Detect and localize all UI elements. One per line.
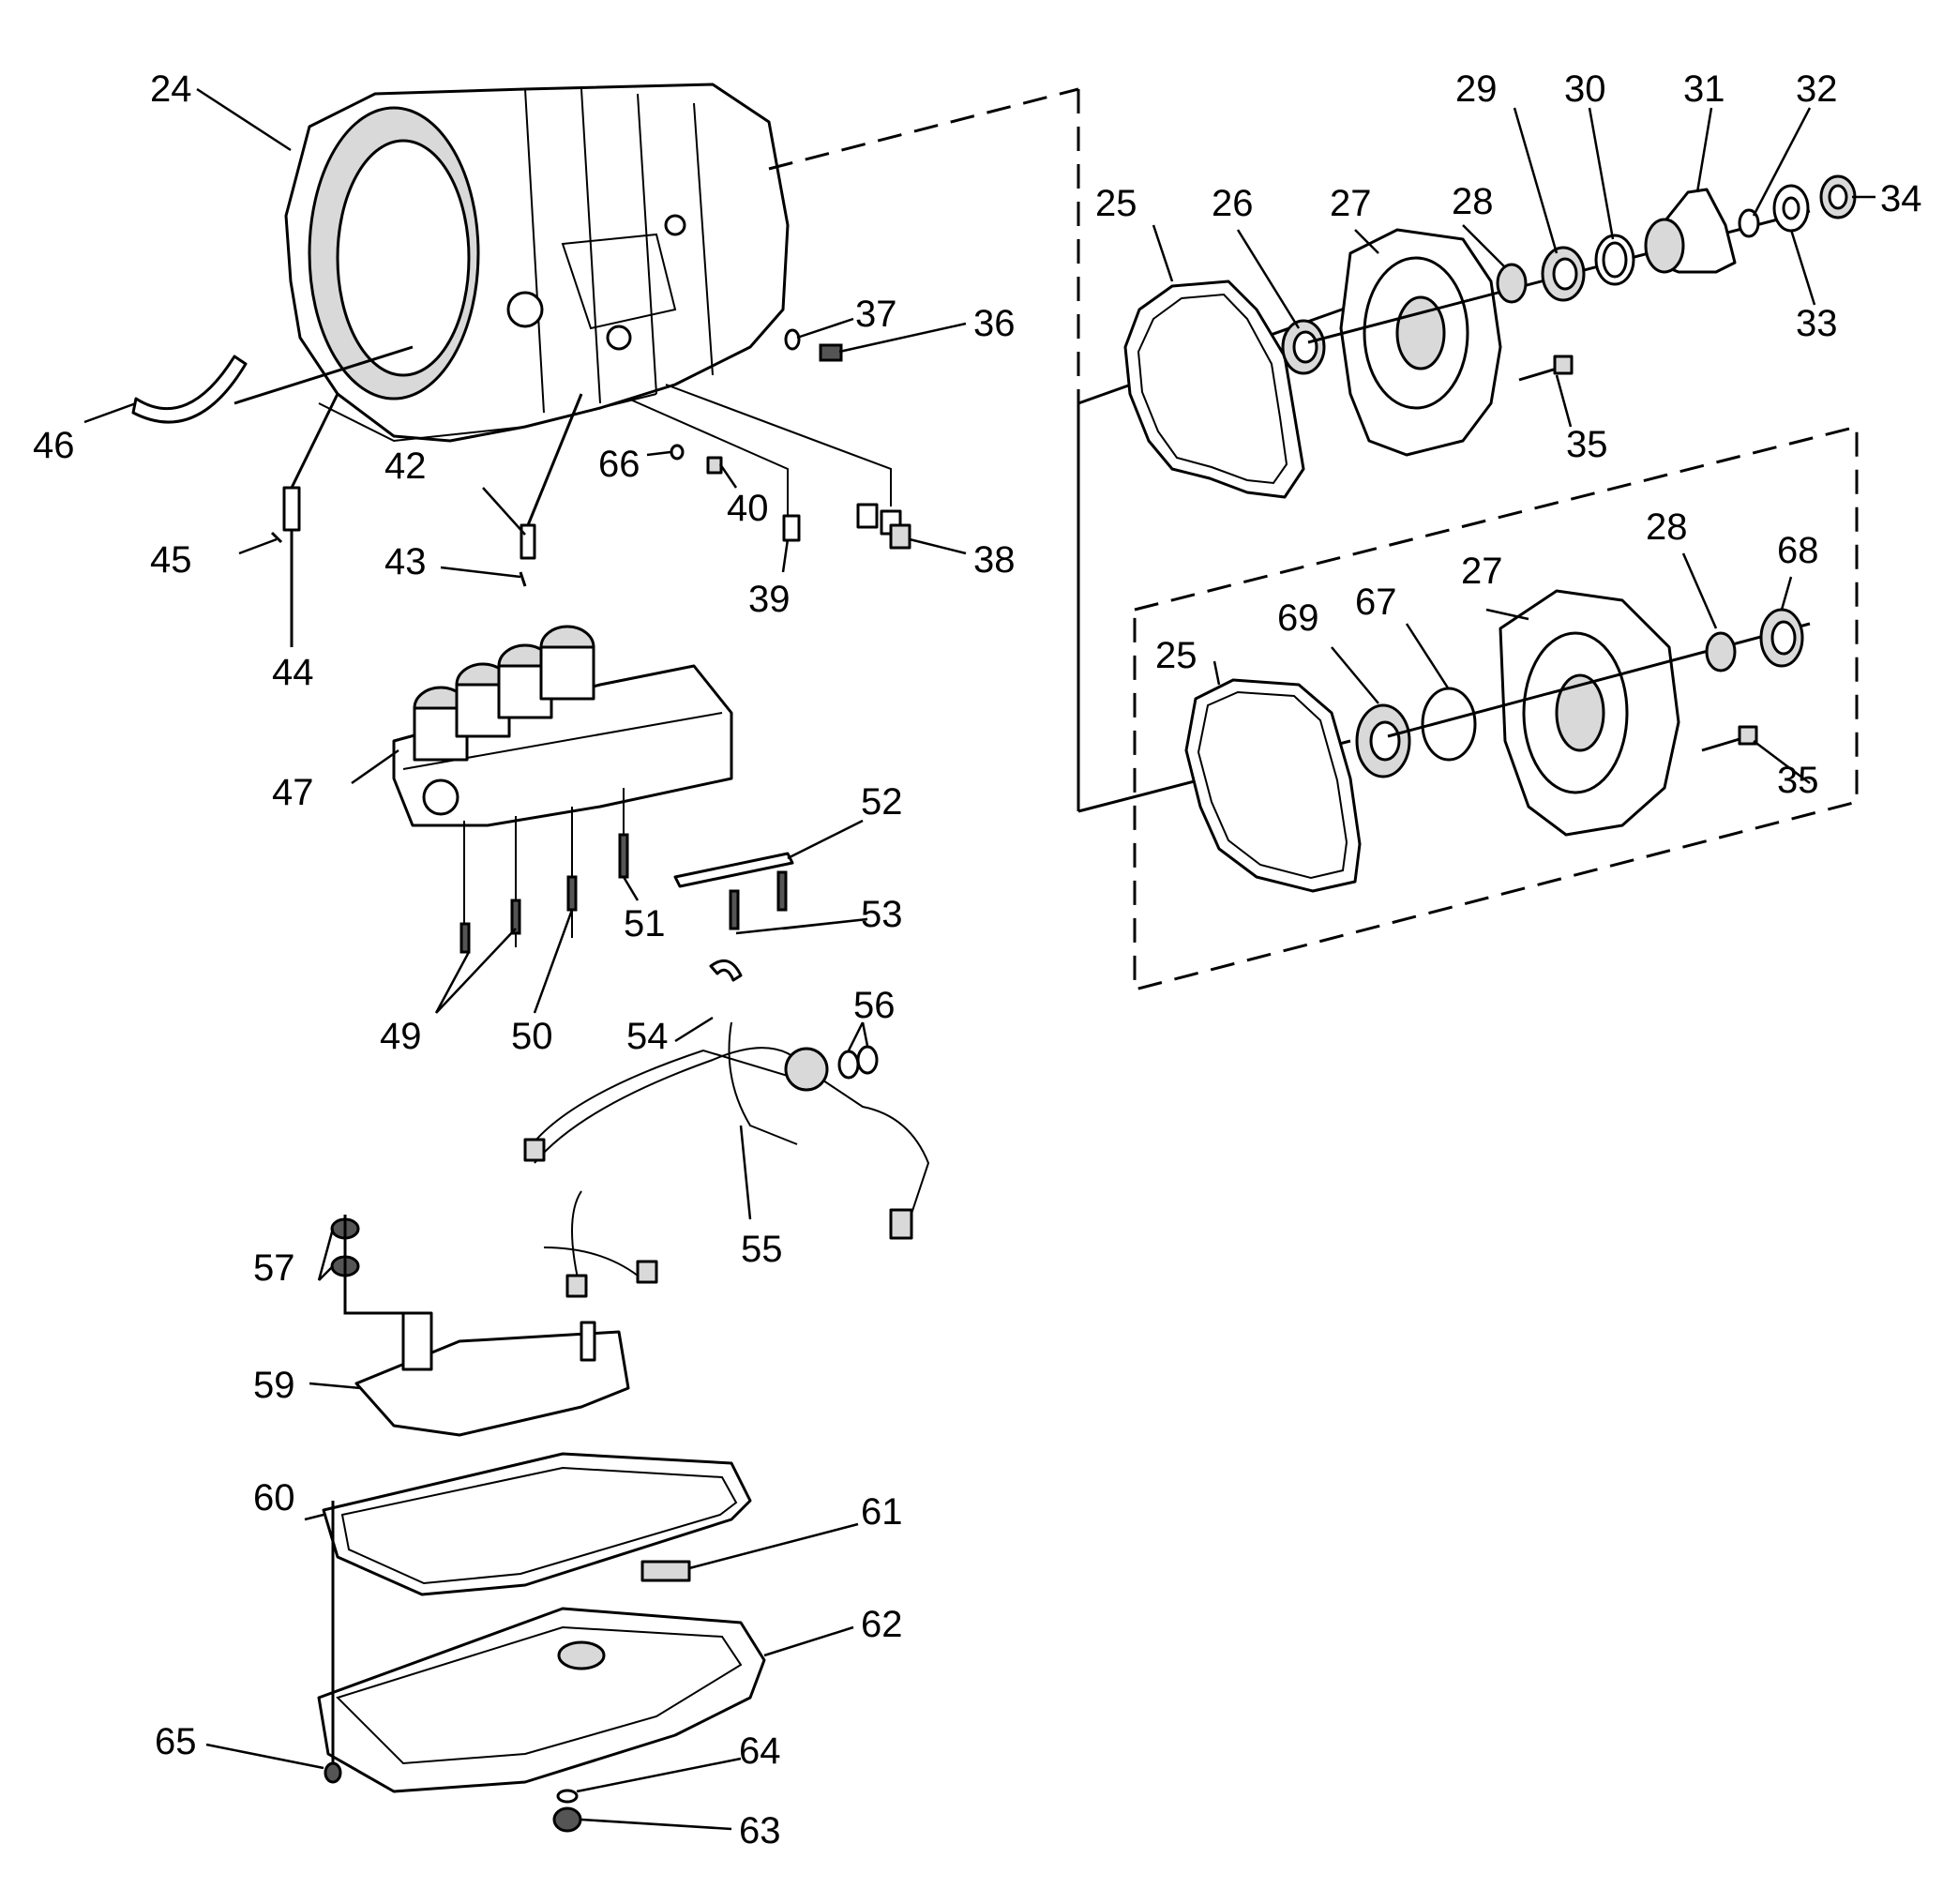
bushing-28-lower bbox=[1705, 631, 1737, 672]
harness-connector-c bbox=[636, 1260, 658, 1284]
callout-49: 49 bbox=[380, 1016, 422, 1057]
o-ring-56b bbox=[856, 1045, 879, 1075]
gasket-25-upper bbox=[1123, 280, 1305, 499]
callout-55: 55 bbox=[741, 1229, 783, 1270]
o-ring-37 bbox=[784, 328, 801, 351]
callout-30: 30 bbox=[1564, 68, 1606, 110]
valve-body bbox=[392, 625, 794, 954]
callout-29: 29 bbox=[1455, 68, 1498, 110]
callout-46: 46 bbox=[33, 425, 75, 466]
callout-59: 59 bbox=[253, 1365, 295, 1406]
harness-connector-a bbox=[523, 1138, 546, 1162]
ring-32 bbox=[1738, 208, 1760, 238]
callout-66: 66 bbox=[598, 444, 640, 485]
case-small-parts bbox=[131, 328, 911, 647]
bolt-53a bbox=[729, 889, 740, 930]
callout-38: 38 bbox=[973, 539, 1016, 581]
connector-hub bbox=[784, 1047, 829, 1092]
callout-42: 42 bbox=[384, 446, 427, 487]
callout-40: 40 bbox=[727, 488, 769, 529]
callout-67: 67 bbox=[1355, 582, 1397, 623]
bolt-65 bbox=[324, 1761, 342, 1784]
sensor-44 bbox=[282, 486, 301, 532]
upper-rear-housing-group bbox=[1123, 174, 1857, 499]
bolt-50 bbox=[566, 875, 578, 912]
bracket-52 bbox=[673, 852, 794, 888]
callout-44: 44 bbox=[272, 652, 314, 693]
bolt-49a bbox=[459, 922, 471, 954]
drain-plug-63 bbox=[552, 1806, 582, 1833]
callout-61: 61 bbox=[861, 1491, 903, 1533]
bolt-51 bbox=[618, 833, 629, 879]
connector-38a bbox=[856, 503, 879, 529]
callout-63: 63 bbox=[739, 1810, 781, 1851]
callout-60: 60 bbox=[253, 1477, 295, 1519]
callout-69: 69 bbox=[1277, 597, 1319, 639]
oil-pan-62 bbox=[317, 1607, 766, 1793]
transmission-case bbox=[284, 83, 790, 443]
leader-lines bbox=[83, 87, 1875, 1831]
bolt-43 bbox=[519, 571, 527, 587]
magnet-61 bbox=[640, 1560, 691, 1582]
wiring-harness bbox=[523, 959, 930, 1298]
callout-25-lower: 25 bbox=[1155, 635, 1197, 676]
filter-group bbox=[330, 1215, 630, 1437]
gasket-25-lower bbox=[1184, 678, 1362, 893]
oil-pan-group bbox=[317, 1452, 766, 1833]
washer-64 bbox=[556, 1789, 579, 1804]
callout-24: 24 bbox=[150, 68, 192, 110]
clip-54 bbox=[709, 959, 743, 982]
callout-35-upper: 35 bbox=[1566, 424, 1608, 465]
callout-57: 57 bbox=[253, 1247, 295, 1289]
harness-connector-d bbox=[889, 1208, 913, 1240]
callout-25-upper: 25 bbox=[1095, 183, 1137, 224]
bolt-53b bbox=[776, 870, 788, 912]
bolt-45 bbox=[270, 531, 283, 544]
callout-37: 37 bbox=[855, 294, 897, 335]
callout-50: 50 bbox=[511, 1016, 553, 1057]
callout-45: 45 bbox=[150, 539, 192, 581]
connector-38c bbox=[889, 523, 911, 550]
lower-group-frame bbox=[1133, 425, 1859, 991]
lower-rear-housing-group bbox=[1184, 589, 1811, 893]
callout-labels: 24 25 26 27 28 29 30 31 32 33 34 35 36 3… bbox=[33, 68, 1922, 1851]
callout-31: 31 bbox=[1683, 68, 1725, 110]
callout-65: 65 bbox=[155, 1721, 197, 1762]
sensor-42 bbox=[520, 523, 536, 560]
bolt-49b bbox=[510, 899, 521, 935]
callout-27-upper: 27 bbox=[1330, 183, 1372, 224]
callout-26: 26 bbox=[1212, 183, 1254, 224]
callout-62: 62 bbox=[861, 1604, 903, 1645]
callout-36: 36 bbox=[973, 303, 1016, 344]
callout-53: 53 bbox=[861, 894, 903, 935]
callout-39: 39 bbox=[748, 579, 791, 620]
callout-34: 34 bbox=[1880, 178, 1922, 219]
callout-51: 51 bbox=[624, 903, 666, 944]
callout-43: 43 bbox=[384, 541, 427, 582]
callout-35-lower: 35 bbox=[1777, 760, 1819, 801]
harness-connector-b bbox=[565, 1274, 588, 1298]
callout-56: 56 bbox=[853, 985, 896, 1026]
bushing-28-upper bbox=[1496, 263, 1528, 304]
plug-36 bbox=[819, 343, 843, 362]
plug-40 bbox=[706, 456, 723, 475]
callout-27-lower: 27 bbox=[1461, 551, 1503, 592]
pan-gasket-60 bbox=[322, 1452, 752, 1596]
callout-54: 54 bbox=[626, 1016, 669, 1057]
band-46 bbox=[131, 355, 248, 424]
callout-64: 64 bbox=[739, 1730, 781, 1772]
sleeve-39 bbox=[782, 514, 801, 542]
o-ring-66 bbox=[670, 444, 685, 461]
callout-52: 52 bbox=[861, 781, 903, 823]
callout-28-lower: 28 bbox=[1646, 506, 1688, 548]
callout-32: 32 bbox=[1796, 68, 1838, 110]
callout-47: 47 bbox=[272, 772, 314, 813]
o-ring-56a bbox=[837, 1050, 860, 1080]
callout-28-upper: 28 bbox=[1452, 181, 1494, 222]
callout-68: 68 bbox=[1777, 530, 1819, 571]
callout-33: 33 bbox=[1796, 303, 1838, 344]
